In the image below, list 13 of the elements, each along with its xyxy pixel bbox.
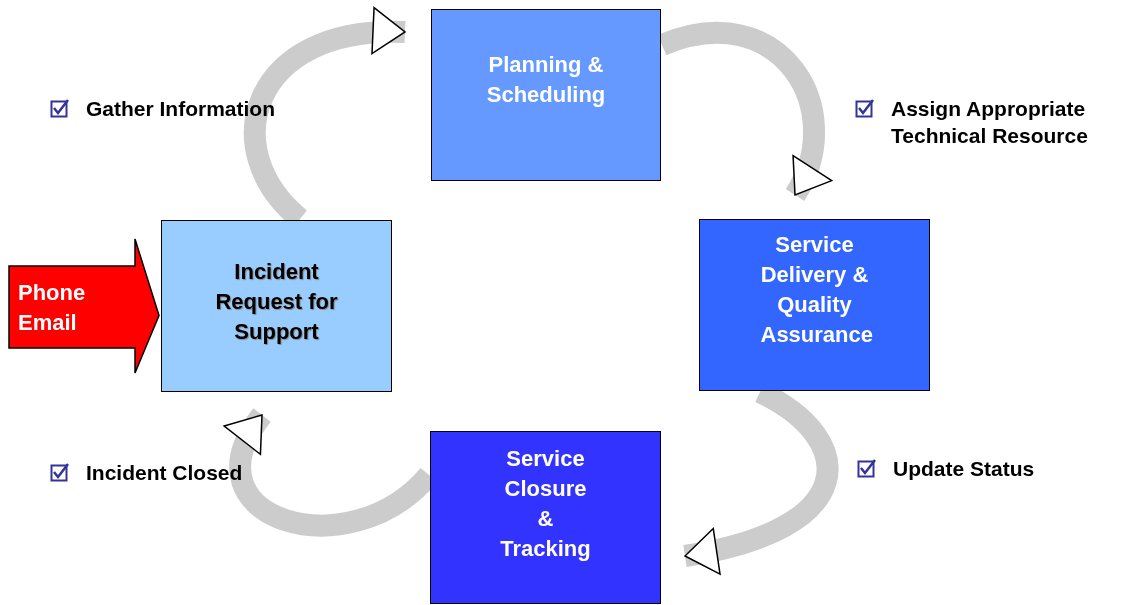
node-label: Incident Request for Support — [214, 258, 339, 346]
node-label: Planning & Scheduling — [485, 51, 607, 109]
node-label: Phone Email — [18, 279, 87, 337]
checklist-item: Assign Appropriate Technical Resource — [891, 96, 1089, 149]
checklist-item: Update Status — [893, 456, 1036, 482]
block-arrow — [8, 238, 160, 374]
process-box — [699, 219, 930, 391]
node-label: Service Closure & Tracking — [499, 445, 592, 563]
process-box — [161, 220, 392, 392]
checklist-item: Incident Closed — [86, 460, 244, 486]
process-box — [431, 9, 661, 181]
checklist-item: Gather Information — [86, 96, 276, 122]
process-box — [430, 431, 661, 604]
